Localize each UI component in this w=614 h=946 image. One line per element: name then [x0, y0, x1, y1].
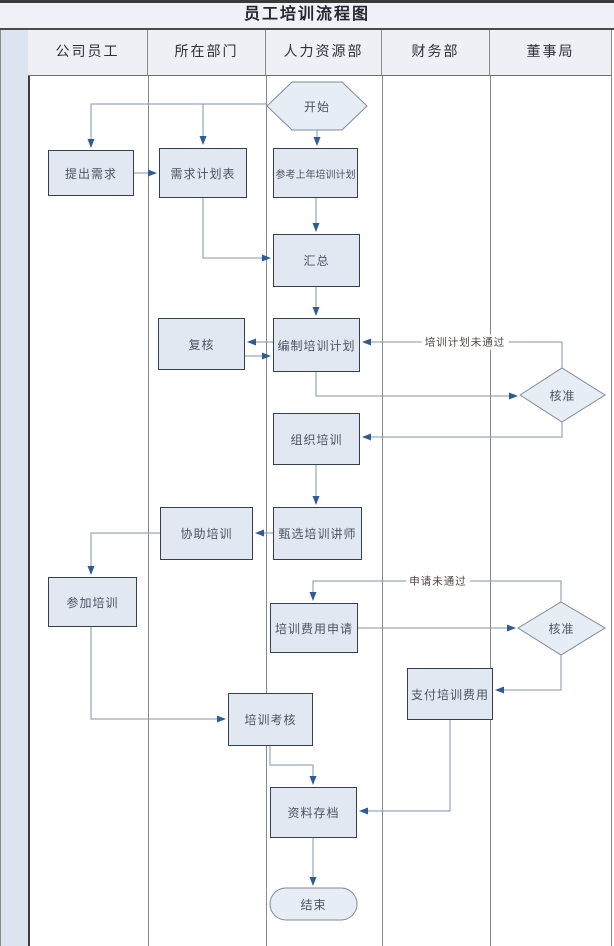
lane-header-row: 公司员工 所在部门 人力资源部 财务部 董事局: [28, 30, 611, 76]
node-organize-training: 组织培训: [273, 413, 360, 465]
edge-approve1-to-organize: [362, 422, 563, 441]
edge-attend-to-assessment: [90, 627, 226, 723]
node-demand-table: 需求计划表: [159, 148, 247, 198]
edge-label-request-rejected: 申请未通过: [406, 573, 470, 589]
node-training-assessment: 培训考核: [228, 693, 313, 746]
lane-header-finance: 财务部: [382, 30, 490, 75]
edge-assist-to-attend: [87, 532, 160, 575]
edge-label-plan-rejected: 培训计划未通过: [421, 334, 509, 350]
lane-border-1: [148, 30, 149, 946]
lane-header-employee: 公司员工: [28, 30, 148, 75]
node-propose-demand: 提出需求: [48, 150, 134, 196]
table-border-left: [0, 30, 1, 946]
node-end-label: 结束: [300, 897, 327, 912]
table-border-right: [611, 30, 612, 946]
lane-border-outer-left: [28, 30, 30, 946]
edge-assessment-to-archive: [269, 746, 317, 785]
node-select-lecturer: 甄选培训讲师: [273, 507, 362, 560]
edge-demandtable-to-summarize: [202, 198, 271, 262]
lane-header-hr: 人力资源部: [266, 30, 382, 75]
node-review: 复核: [158, 318, 245, 370]
edge-compile-to-approve1: [315, 372, 518, 400]
lane-border-3: [382, 30, 383, 946]
node-pay-training-fee: 支付培训费用: [407, 668, 493, 720]
title-bar: 员工培训流程图: [0, 0, 614, 30]
node-assist-training: 协助培训: [160, 507, 253, 560]
node-summarize: 汇总: [273, 234, 360, 287]
lane-border-2: [266, 30, 267, 946]
node-approve2-label: 核准: [548, 622, 575, 636]
node-training-fee-request: 培训费用申请: [270, 603, 358, 653]
node-archive-documents: 资料存档: [270, 787, 357, 838]
node-reference-last-year-plan: 参考上年培训计划: [273, 148, 358, 198]
edge-start-to-propose: [87, 103, 267, 148]
edge-payfee-to-archive: [359, 720, 451, 815]
lane-header-board: 董事局: [526, 45, 575, 60]
page-title: 员工培训流程图: [243, 6, 370, 23]
node-start-label: 开始: [303, 99, 330, 114]
left-margin-strip: [0, 30, 28, 946]
lane-border-4: [490, 30, 491, 946]
node-compile-training-plan: 编制培训计划: [273, 318, 360, 372]
lane-header-department: 所在部门: [148, 30, 266, 75]
node-attend-training: 参加培训: [48, 577, 137, 627]
node-approve1-label: 核准: [549, 388, 576, 403]
edge-approve2-to-payfee: [495, 655, 562, 694]
